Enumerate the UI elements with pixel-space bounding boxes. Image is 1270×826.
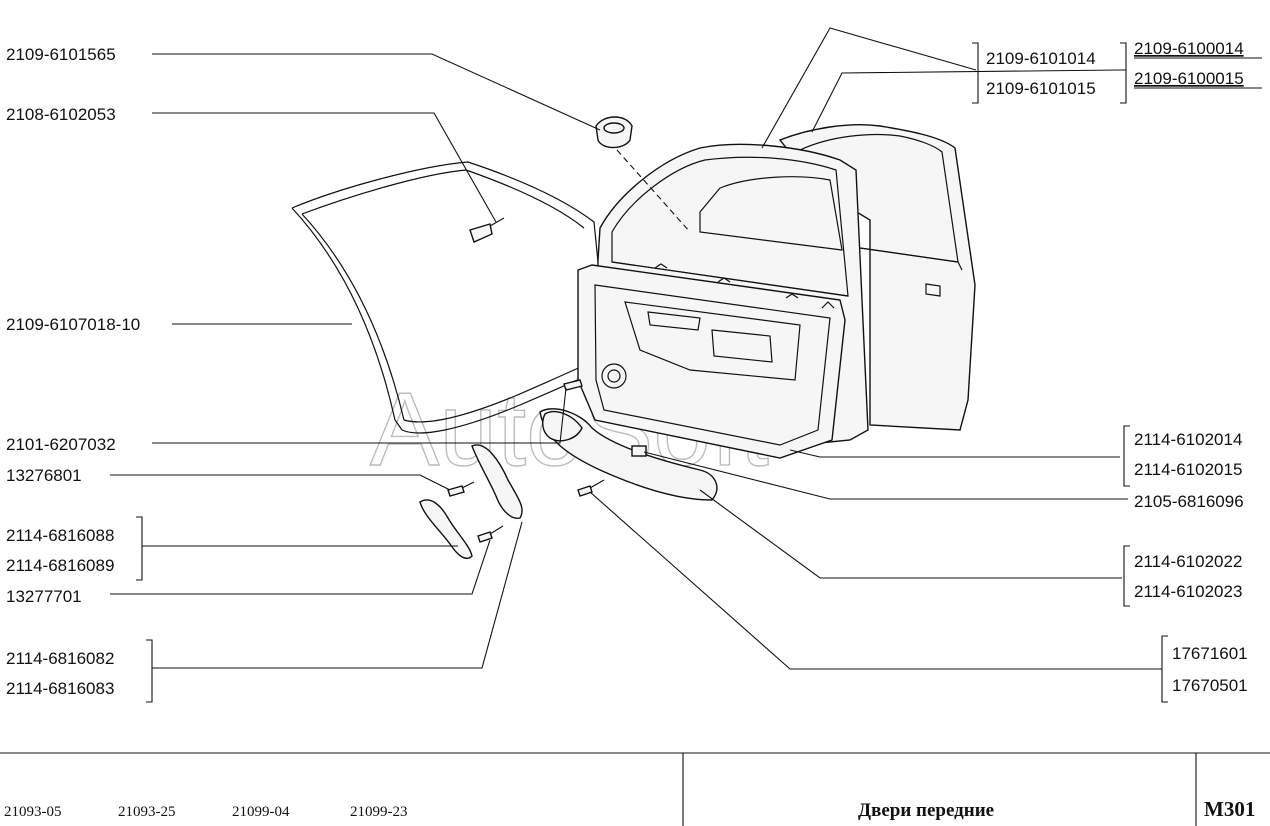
- part-number-13276801: 13276801: [6, 466, 82, 485]
- leader-lines: [110, 27, 1162, 670]
- section-code: M301: [1204, 797, 1255, 821]
- right-part-numbers: 2109-6101014 2109-6101015 2109-6100014 2…: [986, 39, 1262, 695]
- fasteners-drawing: [447, 116, 691, 543]
- part-number-2109-6100015: 2109-6100015: [1134, 69, 1244, 88]
- label-brackets: [136, 42, 1168, 703]
- model-21093-25: 21093-25: [118, 804, 176, 820]
- part-number-2108-6102053: 2108-6102053: [6, 105, 116, 124]
- part-number-17671601: 17671601: [1172, 644, 1248, 663]
- footer: 21093-05 21093-25 21099-04 21099-23 Двер…: [0, 752, 1270, 826]
- part-number-2109-6100014: 2109-6100014: [1134, 39, 1244, 58]
- part-number-17670501: 17670501: [1172, 676, 1248, 695]
- part-number-2109-6101565: 2109-6101565: [6, 45, 116, 64]
- part-number-2114-6816083: 2114-6816083: [6, 679, 114, 698]
- part-number-2114-6816089: 2114-6816089: [6, 556, 114, 575]
- left-part-numbers: 2109-6101565 2108-6102053 2109-6107018-1…: [6, 45, 140, 698]
- model-21099-23: 21099-23: [350, 804, 408, 820]
- part-number-2114-6102015: 2114-6102015: [1134, 460, 1242, 479]
- rear-door-drawing: [778, 124, 976, 431]
- part-number-2109-6101015: 2109-6101015: [986, 79, 1096, 98]
- part-number-2105-6816096: 2105-6816096: [1134, 492, 1244, 511]
- part-number-13277701: 13277701: [6, 587, 82, 606]
- part-number-2109-6101014: 2109-6101014: [986, 49, 1096, 68]
- armrest-drawing: [539, 408, 718, 501]
- part-number-2109-6107018-10: 2109-6107018-10: [6, 315, 140, 334]
- model-21093-05: 21093-05: [4, 804, 62, 820]
- part-number-2114-6816088: 2114-6816088: [6, 526, 114, 545]
- model-21099-04: 21099-04: [232, 804, 290, 820]
- part-number-2114-6102023: 2114-6102023: [1134, 582, 1242, 601]
- door-trim-panel-drawing: [577, 263, 846, 459]
- part-number-2114-6102014: 2114-6102014: [1134, 430, 1242, 449]
- part-number-2114-6102022: 2114-6102022: [1134, 552, 1242, 571]
- door-pull-handle-drawing: [419, 444, 523, 560]
- section-title: Двери передние: [858, 800, 994, 821]
- part-number-2101-6207032: 2101-6207032: [6, 435, 116, 454]
- part-number-2114-6816082: 2114-6816082: [6, 649, 114, 668]
